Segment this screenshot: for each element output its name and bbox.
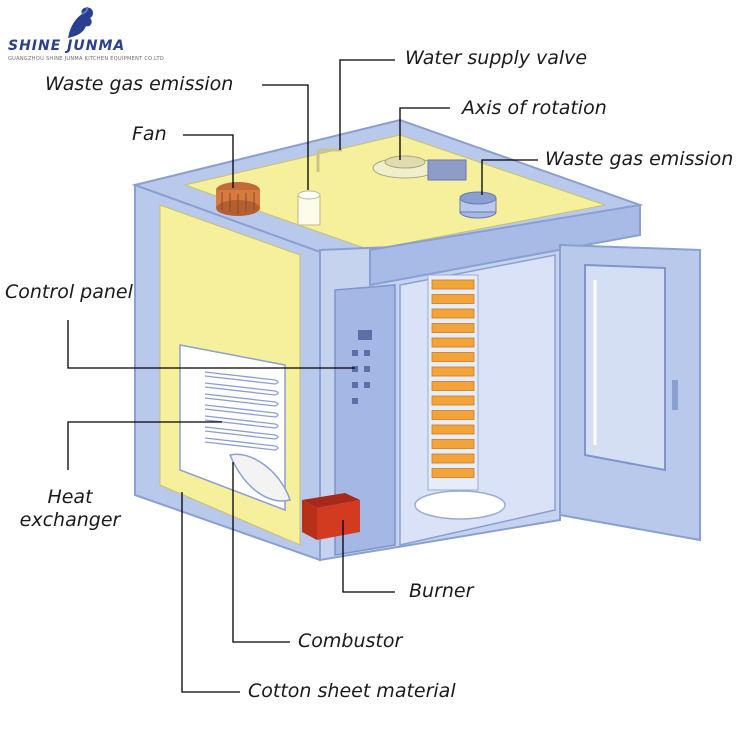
bread-tray — [431, 453, 475, 464]
front-top-rim — [369, 203, 641, 287]
label-fan: Fan — [132, 123, 167, 145]
bread-tray — [431, 395, 475, 406]
heat-exchanger-tube — [204, 393, 279, 407]
logo-tagline: GUANGZHOU SHINE JUNMA KITCHEN EQUIPMENT … — [8, 56, 165, 62]
control-display — [358, 330, 372, 340]
rotation-axis-assembly — [372, 155, 467, 181]
door-handle — [672, 380, 678, 410]
heat-exchanger-tubes — [204, 371, 279, 451]
heat-exchanger-tube — [204, 371, 279, 385]
bread-tray — [431, 294, 475, 304]
bread-tray — [431, 352, 475, 362]
bread-tray — [431, 410, 475, 420]
leader-lines — [67, 59, 538, 693]
burner-unit — [302, 493, 360, 540]
combustor-chamber — [228, 453, 291, 502]
bread-tray — [431, 381, 475, 391]
label-control-panel: Control panel — [5, 281, 133, 303]
door-window — [584, 263, 666, 472]
label-waste-gas-emission-left: Waste gas emission — [45, 73, 234, 95]
heat-exchanger-tube — [204, 437, 279, 451]
control-panel-housing — [334, 284, 396, 556]
label-burner: Burner — [409, 580, 474, 602]
label-axis-of-rotation: Axis of rotation — [462, 97, 607, 119]
bread-tray — [431, 279, 475, 290]
bread-tray — [431, 308, 475, 319]
label-water-supply-valve: Water supply valve — [405, 47, 588, 69]
bread-tray — [431, 439, 475, 449]
bread-tray — [431, 337, 475, 348]
heat-exchanger-tube — [204, 404, 279, 418]
heat-exchanger-tube — [204, 382, 279, 396]
rotating-base — [414, 490, 506, 520]
horse-logo-icon — [68, 6, 93, 39]
waste-gas-pipe-left — [297, 190, 321, 226]
heat-exchanger-tube — [204, 415, 279, 429]
label-waste-gas-emission-right: Waste gas emission — [545, 148, 734, 170]
water-supply-pipe — [316, 148, 342, 172]
label-heat-exchanger: Heat exchanger — [19, 486, 121, 531]
bread-tray — [431, 424, 475, 435]
top-insulation — [183, 134, 607, 251]
bread-rack — [427, 274, 479, 491]
bread-tray — [431, 468, 475, 478]
bread-tray — [431, 366, 475, 377]
label-cotton-sheet-material: Cotton sheet material — [248, 680, 456, 702]
waste-gas-pipe-right — [459, 191, 497, 219]
logo-brand: SHINE JUNMA — [8, 38, 126, 54]
bread-tray — [431, 323, 475, 333]
fan-unit — [216, 182, 260, 216]
label-combustor: Combustor — [298, 630, 403, 652]
heat-exchanger-tube — [204, 426, 279, 440]
